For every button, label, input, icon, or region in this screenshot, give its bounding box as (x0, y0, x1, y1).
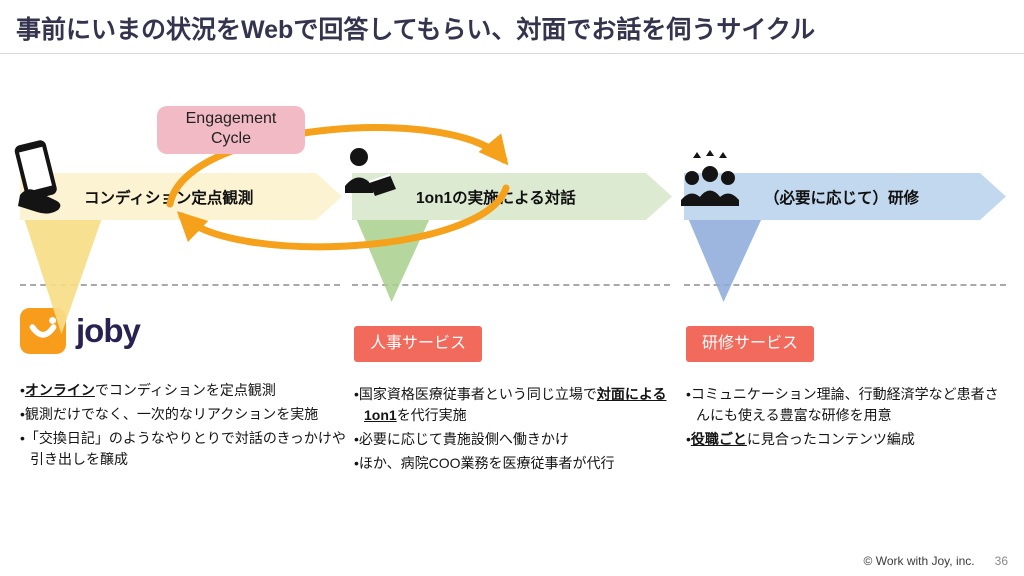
page-number: 36 (994, 554, 1008, 568)
step-label: 1on1の実施による対話 (416, 189, 576, 207)
dashed-divider (20, 284, 340, 286)
team-icon (681, 150, 739, 206)
column-hr-service: 人事サービス 国家資格医療従事者という同じ立場で対面による1on1を代行実施必要… (354, 326, 676, 477)
step-label: コンディション定点観測 (84, 189, 254, 207)
engagement-cycle-badge: Engagement Cycle (157, 106, 305, 154)
phone-in-hand-icon (14, 140, 61, 214)
one-on-one-meeting-icon (345, 148, 396, 196)
step-1on1-dialog: 1on1の実施による対話 (352, 173, 672, 220)
hr-service-badge: 人事サービス (354, 326, 483, 362)
bullet-item: 国家資格医療従事者という同じ立場で対面による1on1を代行実施 (354, 384, 676, 426)
column-training-service: 研修サービス コミュニケーション理論、行動経済学など患者さんにも使える豊富な研修… (686, 326, 1010, 453)
bullet-item: ほか、病院COO業務を医療従事者が代行 (354, 453, 676, 474)
bullet-item: オンラインでコンディションを定点観測 (20, 380, 346, 401)
joby-logo-text: joby (76, 312, 141, 350)
bullet-item: 必要に応じて貴施設側へ働きかけ (354, 429, 676, 450)
joby-bullet-list: オンラインでコンディションを定点観測観測だけでなく、一次的なリアクションを実施「… (20, 380, 346, 470)
footer: © Work with Joy, inc. 36 (864, 554, 1008, 568)
bullet-item: コミュニケーション理論、行動経済学など患者さんにも使える豊富な研修を用意 (686, 384, 1010, 426)
step-training: （必要に応じて）研修 (684, 173, 1006, 220)
ribbon-tail-green (356, 218, 430, 302)
joby-logo: joby (20, 306, 346, 356)
bullet-item: 「交換日記」のようなやりとりで対話のきっかけや引き出しを醸成 (20, 428, 346, 470)
training-service-badge: 研修サービス (686, 326, 815, 362)
hr-service-bullet-list: 国家資格医療従事者という同じ立場で対面による1on1を代行実施必要に応じて貴施設… (354, 384, 676, 474)
copyright-text: © Work with Joy, inc. (863, 554, 975, 568)
step-label: （必要に応じて）研修 (764, 189, 920, 207)
dashed-divider (684, 284, 1006, 286)
joby-logo-mark-icon (20, 308, 66, 354)
column-joby: joby オンラインでコンディションを定点観測観測だけでなく、一次的なリアクショ… (20, 306, 346, 473)
ribbon-tail-blue (688, 218, 762, 302)
page-title: 事前にいまの状況をWebで回答してもらい、対面でお話を伺うサイクル (0, 0, 1024, 54)
bullet-item: 観測だけでなく、一次的なリアクションを実施 (20, 404, 346, 425)
dashed-divider (352, 284, 670, 286)
bullet-item: 役職ごとに見合ったコンテンツ編成 (686, 429, 1010, 450)
training-service-bullet-list: コミュニケーション理論、行動経済学など患者さんにも使える豊富な研修を用意役職ごと… (686, 384, 1010, 450)
